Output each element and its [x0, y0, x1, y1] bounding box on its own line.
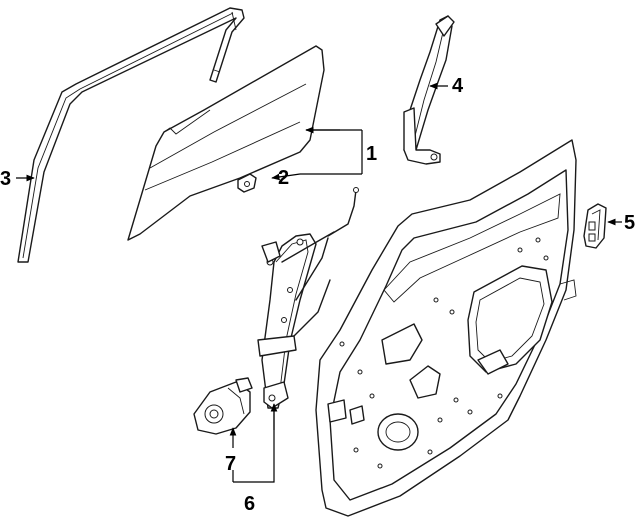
leader-2	[271, 173, 301, 181]
callout-3: 3	[0, 168, 11, 190]
regulator-motor	[193, 377, 253, 435]
door-shell	[315, 139, 577, 517]
callout-1: 1	[366, 143, 377, 165]
window-run-channel	[17, 7, 245, 263]
callout-2: 2	[278, 167, 289, 189]
window-regulator	[257, 187, 359, 409]
callout-7: 7	[225, 453, 236, 475]
sash-guide-rail	[403, 15, 455, 165]
door-glass	[127, 45, 325, 241]
callout-4: 4	[452, 75, 464, 97]
callout-labels: 1 2 3 4 5 6 7	[0, 75, 635, 515]
callout-5: 5	[624, 212, 635, 234]
callout-6: 6	[244, 493, 255, 515]
leader-lines	[16, 82, 622, 483]
glass-clip	[237, 173, 257, 193]
handle-bracket	[583, 203, 607, 249]
